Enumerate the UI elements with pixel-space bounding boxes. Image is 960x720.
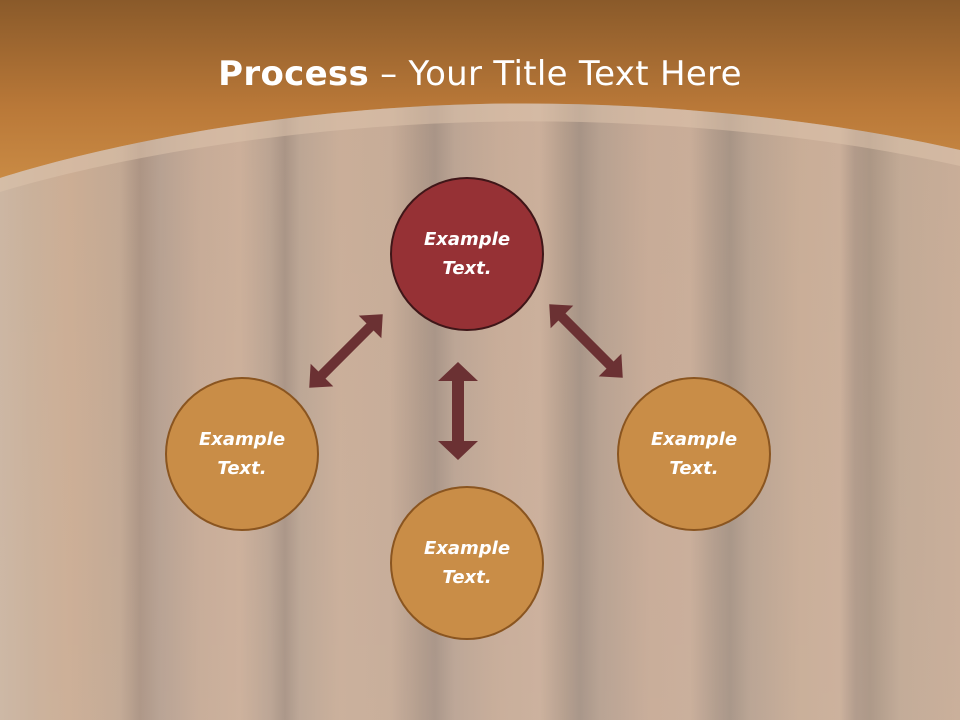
slide-title: Process – Your Title Text Here [0, 52, 960, 96]
header-band [0, 0, 960, 192]
node-bottom-line2: Text. [442, 567, 492, 588]
node-left-line1: Example [198, 429, 286, 450]
node-top-line1: Example [423, 229, 511, 250]
node-right-line1: Example [650, 429, 738, 450]
double-arrow-top-left [309, 314, 383, 388]
node-top-line2: Text. [442, 258, 492, 279]
node-bottom-line1: Example [423, 538, 511, 559]
node-right-line2: Text. [669, 458, 719, 479]
node-left-line2: Text. [217, 458, 267, 479]
double-arrow-top-right [549, 304, 623, 378]
double-arrow-vertical [438, 362, 478, 460]
title-bold: Process [218, 54, 370, 94]
title-rest: – Your Title Text Here [369, 54, 742, 94]
